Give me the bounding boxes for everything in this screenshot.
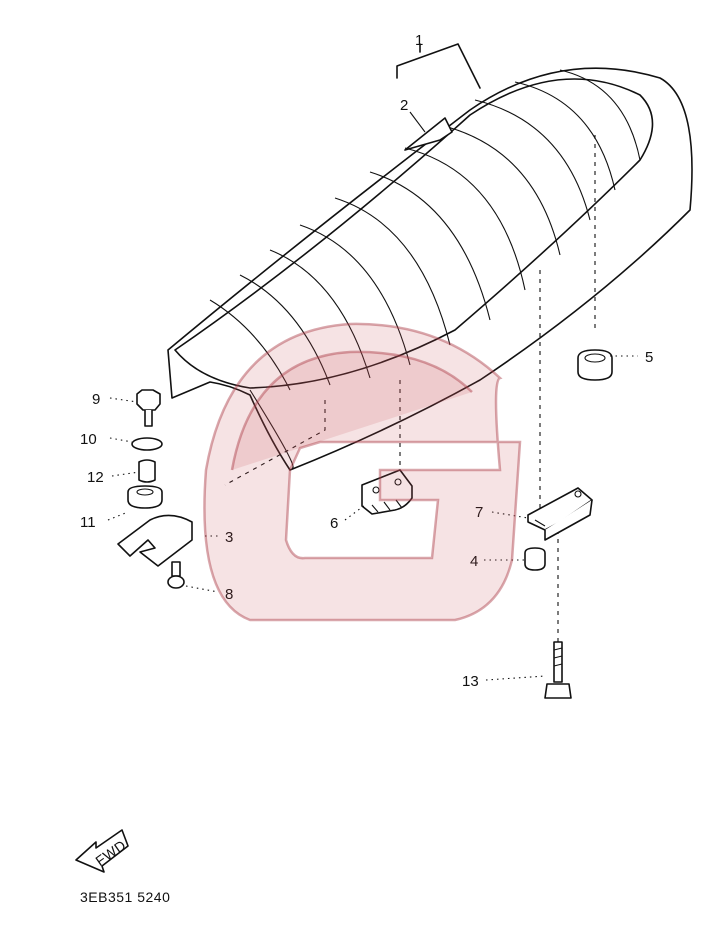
forward-direction-icon: FWD	[75, 829, 129, 873]
leader-lines	[107, 43, 638, 681]
bolt-part-9	[136, 389, 161, 427]
bracket-part-7	[527, 487, 593, 541]
label-13: 13	[462, 673, 479, 690]
label-4: 4	[470, 553, 478, 570]
bracket-part-3	[117, 514, 193, 567]
label-10: 10	[80, 431, 97, 448]
label-5: 5	[645, 349, 653, 366]
label-2: 2	[400, 97, 408, 114]
screw-part-8	[167, 561, 185, 589]
label-11: 11	[80, 514, 96, 531]
collar-part-12	[138, 459, 156, 483]
damper-part-5	[577, 349, 613, 381]
label-3: 3	[225, 529, 233, 546]
drawing-code: 3EB351 5240	[80, 889, 170, 905]
grommet-part-11	[127, 485, 163, 509]
washer-part-10	[131, 437, 163, 451]
label-12: 12	[87, 469, 104, 486]
label-1: 1	[415, 32, 423, 49]
bolt-part-13	[544, 641, 572, 699]
clip-part-6	[361, 469, 413, 515]
label-7: 7	[475, 504, 483, 521]
label-6: 6	[330, 515, 338, 532]
label-9: 9	[92, 391, 100, 408]
part-labels: 1 2 3 4 5 6 7 8 9 10 11 12 13	[80, 32, 653, 690]
parts	[117, 349, 613, 699]
label-8: 8	[225, 586, 233, 603]
grommet-part-4	[524, 547, 546, 571]
letter-g-watermark-icon	[203, 322, 522, 622]
seat-drawing	[167, 67, 693, 471]
